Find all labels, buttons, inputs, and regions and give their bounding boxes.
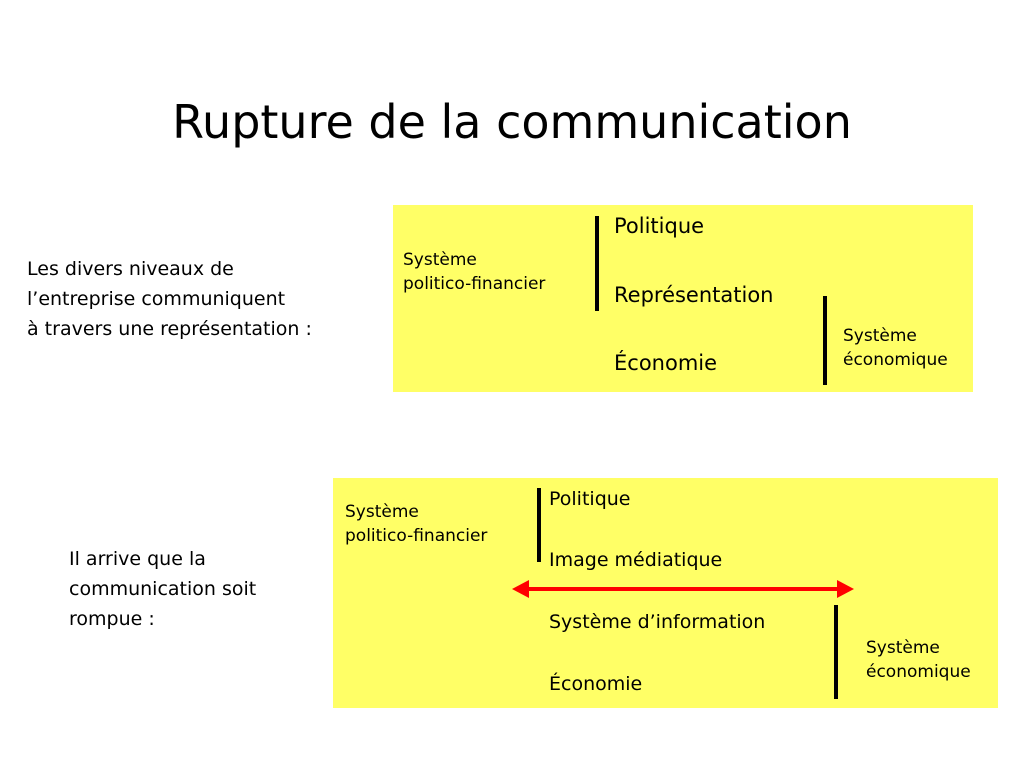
bottom-left-label-line-1: Système: [345, 502, 419, 522]
bottom-right-label-line-1: Système: [866, 638, 940, 658]
bottom-intro-line-2: communication soit: [69, 578, 257, 600]
top-level-politique: Politique: [614, 214, 705, 238]
bottom-left-system-label: Système politico-financier: [345, 500, 487, 548]
rupture-arrow-head-right: [837, 580, 854, 598]
top-intro-line-3: à travers une représentation :: [27, 318, 312, 340]
top-intro-text: Les divers niveaux de l’entreprise commu…: [27, 254, 312, 344]
top-level-representation: Représentation: [614, 283, 774, 307]
top-left-bracket-bar: [595, 216, 599, 311]
top-right-label-line-1: Système: [843, 326, 917, 346]
bottom-intro-text: Il arrive que la communication soit romp…: [69, 544, 256, 634]
bottom-level-systeme-information: Système d’information: [549, 611, 766, 633]
bottom-left-label-line-2: politico-financier: [345, 526, 488, 546]
top-left-system-label: Système politico-financier: [403, 248, 545, 296]
bottom-left-bracket-bar: [537, 488, 541, 562]
rupture-arrow-head-left: [512, 580, 529, 598]
bottom-level-economie: Économie: [549, 673, 643, 695]
top-intro-line-2: l’entreprise communiquent: [27, 288, 286, 310]
bottom-level-image-mediatique: Image médiatique: [549, 549, 723, 571]
top-left-label-line-2: politico-financier: [403, 274, 546, 294]
bottom-intro-line-1: Il arrive que la: [69, 548, 206, 570]
slide-title: Rupture de la communication: [172, 95, 852, 149]
bottom-right-system-label: Système économique: [866, 636, 971, 684]
rupture-arrow: [512, 580, 854, 598]
bottom-intro-line-3: rompue :: [69, 608, 155, 630]
top-right-system-label: Système économique: [843, 324, 948, 372]
bottom-right-label-line-2: économique: [866, 662, 971, 682]
top-right-bracket-bar: [823, 296, 827, 385]
top-left-label-line-1: Système: [403, 250, 477, 270]
bottom-diagram-box: [333, 478, 998, 708]
top-right-label-line-2: économique: [843, 350, 948, 370]
top-intro-line-1: Les divers niveaux de: [27, 258, 234, 280]
bottom-right-bracket-bar: [834, 605, 838, 699]
top-diagram-box: [393, 205, 973, 392]
top-level-economie: Économie: [614, 351, 718, 375]
bottom-level-politique: Politique: [549, 488, 631, 510]
